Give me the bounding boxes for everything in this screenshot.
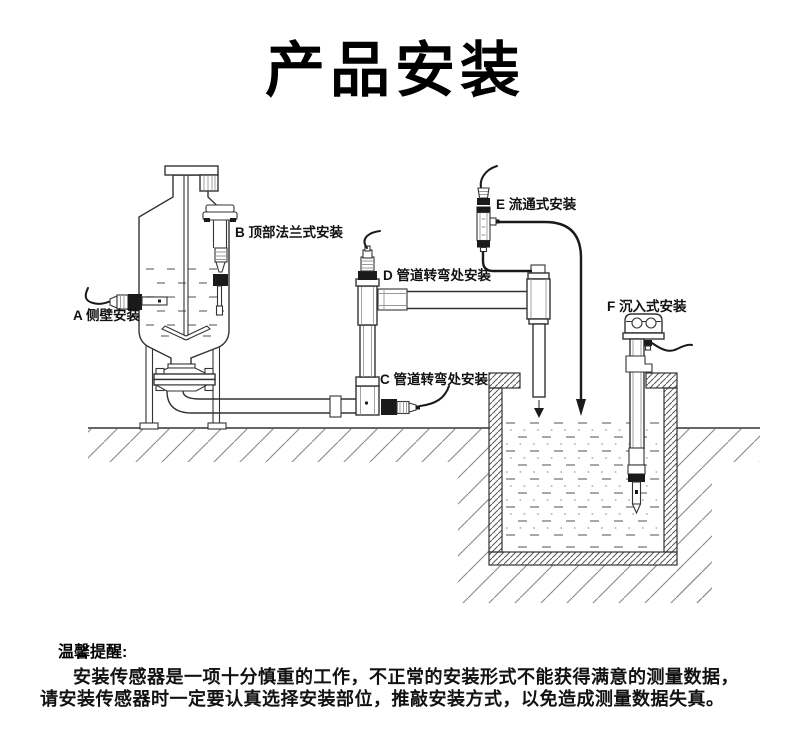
label-f-submerged: F 沉入式安装 <box>607 298 687 314</box>
flow-cell-e <box>476 165 586 416</box>
page-title: 产品安装 <box>265 37 525 104</box>
reminder-line-1: 安装传感器是一项十分慎重的工作，不正常的安装形式不能获得满意的测量数据， <box>73 667 739 687</box>
diagram-labels: A 侧壁安装 B 顶部法兰式安装 C 管道转弯处安装 D 管道转弯处安装 E 流… <box>73 196 687 387</box>
tank-assembly <box>84 165 356 430</box>
drain-tube <box>499 220 583 399</box>
sensor-a-cable <box>84 287 112 305</box>
ground-hatching <box>88 427 760 603</box>
label-a-side-wall: A 侧壁安装 <box>73 307 140 323</box>
label-d-pipe-bend: D 管道转弯处安装 <box>383 267 491 283</box>
label-c-pipe-bend: C 管道转弯处安装 <box>380 371 488 387</box>
sensor-b <box>202 204 238 316</box>
stirrer-shaft <box>183 175 189 340</box>
flow-tee-and-discharge <box>377 264 551 418</box>
warm-reminder-section: 温馨提醒: 安装传感器是一项十分慎重的工作，不正常的安装形式不能获得满意的测量数… <box>40 638 755 710</box>
sensor-c <box>381 385 450 415</box>
installation-diagram: A 侧壁安装 B 顶部法兰式安装 C 管道转弯处安装 D 管道转弯处安装 E 流… <box>73 165 760 603</box>
sensor-f-cable <box>651 342 693 352</box>
pit-walls <box>488 372 678 566</box>
sensor-e-cable <box>479 165 498 192</box>
cell-to-tee-tube <box>481 251 532 273</box>
sensor-a <box>84 287 168 310</box>
reminder-line-2: 请安装传感器时一定要认真选择安装部位，推敲安装方式，以免造成测量数据失真。 <box>40 689 725 709</box>
sensor-d-cable <box>363 230 381 249</box>
stirrer-blade <box>161 325 211 341</box>
reminder-heading: 温馨提醒: <box>58 644 128 661</box>
label-e-flow-through: E 流通式安装 <box>496 196 577 212</box>
sensor-c-cable <box>419 385 450 407</box>
label-b-top-flange: B 顶部法兰式安装 <box>235 224 343 240</box>
pipe-bend-assembly <box>329 230 450 418</box>
submerged-assembly-f <box>622 313 693 515</box>
